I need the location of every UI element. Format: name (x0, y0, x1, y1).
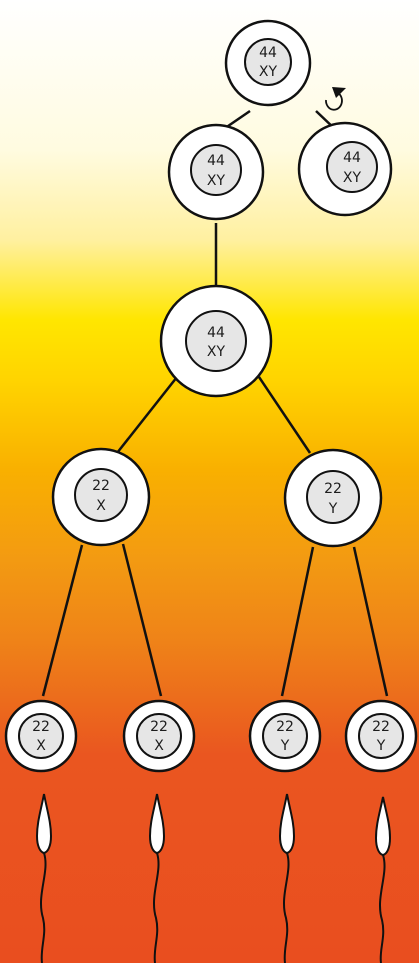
cell: 44 XY (159, 284, 273, 398)
circular-arrow-icon (325, 87, 346, 111)
sperm-icon (278, 793, 296, 963)
chromosome-count: 44 (259, 45, 277, 61)
connector-lines (41, 109, 389, 697)
cell: 22 Y (248, 699, 322, 773)
chromosome-count: 22 (276, 719, 294, 735)
sex-chromosomes: XY (207, 173, 226, 189)
chromosome-count: 22 (324, 481, 342, 497)
chromosome-count: 44 (207, 153, 225, 169)
cell: 22 Y (344, 699, 418, 773)
connector-line (41, 544, 84, 697)
cell: 44 XY (297, 121, 393, 217)
chromosome-count: 44 (343, 150, 361, 166)
sex-chromosomes: X (96, 498, 106, 514)
connector-line (116, 376, 178, 454)
cell: 22 Y (283, 448, 383, 548)
sex-chromosomes: XY (343, 170, 362, 186)
sex-chromosomes: X (154, 738, 164, 754)
chromosome-count: 44 (207, 325, 225, 341)
sex-chromosomes: XY (207, 344, 226, 360)
sex-chromosomes: Y (376, 738, 386, 754)
sex-chromosomes: Y (328, 501, 338, 517)
sperm-icon (374, 796, 392, 963)
chromosome-count: 22 (32, 719, 50, 735)
cell: 44 XY (224, 19, 312, 107)
connector-line (280, 546, 315, 697)
cell: 22 X (51, 447, 151, 547)
cell: 22 X (4, 699, 78, 773)
connector-line (257, 376, 312, 454)
cell: 22 X (122, 699, 196, 773)
connector-line (352, 546, 389, 697)
connector-line (121, 543, 163, 697)
chromosome-count: 22 (150, 719, 168, 735)
sex-chromosomes: X (36, 738, 46, 754)
sperm-icon (35, 793, 53, 963)
sex-chromosomes: XY (259, 64, 278, 80)
chromosome-count: 22 (92, 478, 110, 494)
sex-chromosomes: Y (280, 738, 290, 754)
chromosome-count: 22 (372, 719, 390, 735)
cell: 44 XY (167, 123, 265, 221)
sperm-icon (148, 793, 166, 963)
